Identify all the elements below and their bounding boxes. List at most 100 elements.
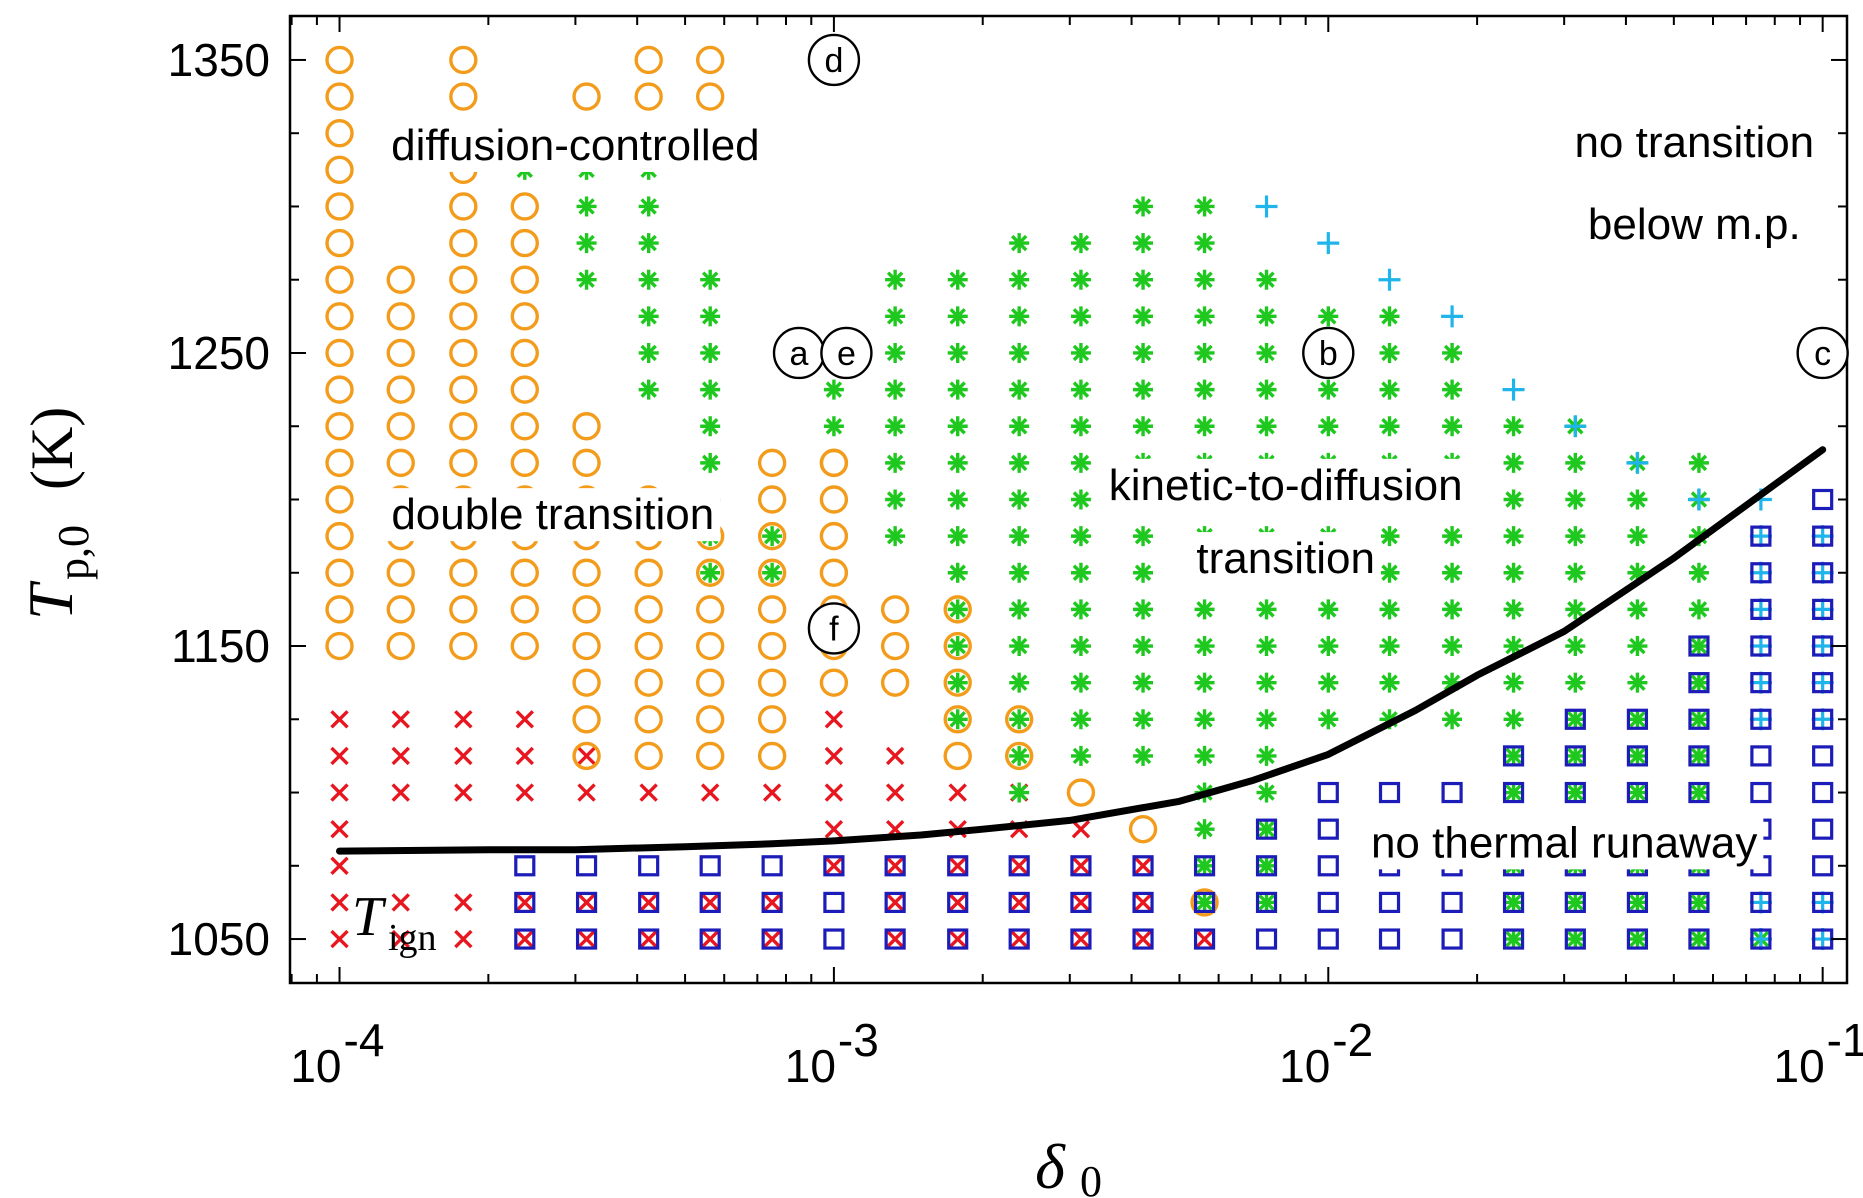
star-stroke — [1567, 930, 1584, 948]
kinetic-to-diffusion-point — [1565, 452, 1586, 473]
no-thermal-runaway-point — [1132, 891, 1154, 914]
star-stroke — [1010, 784, 1028, 801]
kinetic-to-diffusion-point — [1194, 672, 1215, 693]
no-transition-point — [1749, 708, 1772, 731]
double-transition-point — [757, 631, 787, 661]
x-stroke — [454, 710, 473, 729]
star-stroke — [1443, 711, 1461, 728]
double-transition-point — [386, 412, 415, 441]
kinetic-to-diffusion-point — [638, 379, 659, 400]
kinetic-to-diffusion-point — [1627, 709, 1648, 730]
star-stroke — [1134, 747, 1152, 765]
kinetic-to-diffusion-point — [1627, 929, 1648, 950]
double-transition-point — [695, 82, 725, 111]
star-stroke — [825, 418, 843, 435]
kinetic-to-diffusion-point — [1256, 672, 1277, 693]
x-stroke — [948, 783, 967, 802]
double-transition-point — [1128, 814, 1158, 844]
kinetic-to-diffusion-point — [1133, 599, 1154, 620]
x-stroke — [1071, 819, 1091, 839]
star-stroke — [1567, 454, 1584, 472]
no-thermal-runaway-point — [1812, 891, 1834, 914]
star-stroke — [1258, 857, 1275, 874]
no-thermal-runaway-point — [1688, 781, 1710, 804]
no-thermal-runaway-point — [884, 855, 906, 877]
no-transition-point — [1441, 305, 1464, 328]
x-stroke — [454, 783, 473, 802]
diffusion-controlled-point — [1133, 856, 1153, 875]
diffusion-controlled-point — [762, 929, 782, 949]
star-stroke — [1690, 711, 1708, 728]
star-stroke — [1258, 271, 1275, 288]
diffusion-controlled-point — [948, 783, 967, 802]
star-stroke — [1010, 637, 1028, 655]
star-stroke — [1567, 564, 1584, 581]
no-thermal-runaway-point — [1132, 855, 1154, 877]
diffusion-controlled-point — [948, 929, 967, 949]
star-stroke — [886, 271, 904, 288]
double-transition-point — [695, 631, 725, 661]
kinetic-to-diffusion-point — [1133, 196, 1154, 217]
star-stroke — [1072, 344, 1090, 362]
star-stroke — [1320, 674, 1337, 691]
kinetic-to-diffusion-point — [1442, 636, 1463, 657]
star-stroke — [701, 344, 719, 362]
double-transition-point — [449, 82, 478, 111]
star-stroke — [1072, 674, 1090, 691]
diffusion-controlled-point — [330, 783, 349, 802]
no-thermal-runaway-point — [823, 855, 845, 877]
double-transition-point — [819, 521, 849, 551]
diffusion-controlled-point — [391, 783, 410, 802]
kinetic-to-diffusion-point — [1194, 892, 1215, 913]
star-stroke — [949, 601, 966, 618]
no-thermal-runaway-point — [1564, 891, 1586, 914]
region-label: double transition — [391, 490, 714, 539]
kinetic-to-diffusion-point — [1503, 709, 1524, 730]
double-transition-point — [449, 631, 478, 661]
star-stroke — [1072, 601, 1090, 618]
double-transition-point — [325, 119, 354, 148]
star-stroke — [1320, 601, 1337, 618]
double-transition-point — [634, 631, 663, 661]
x-stroke — [700, 783, 720, 802]
star-stroke — [1629, 674, 1646, 691]
star-stroke — [1567, 527, 1584, 545]
double-transition-point — [880, 668, 910, 697]
no-thermal-runaway-point — [1317, 818, 1339, 840]
double-transition-point — [1004, 741, 1034, 771]
diffusion-controlled-point — [454, 929, 473, 949]
star-stroke — [1690, 601, 1708, 618]
star-stroke — [1196, 344, 1213, 362]
no-thermal-runaway-point — [1626, 708, 1649, 730]
kinetic-to-diffusion-point — [1009, 636, 1030, 657]
star-stroke — [1567, 491, 1584, 508]
kinetic-to-diffusion-point — [1256, 819, 1277, 840]
kinetic-to-diffusion-point — [1133, 233, 1154, 254]
no-thermal-runaway-point — [947, 891, 969, 914]
double-transition-point — [325, 595, 354, 624]
star-stroke — [1258, 418, 1275, 435]
star-stroke — [1072, 308, 1090, 325]
kinetic-to-diffusion-point — [1627, 892, 1648, 913]
star-stroke — [1258, 711, 1275, 728]
star-stroke — [1567, 601, 1584, 618]
star-stroke — [1258, 381, 1275, 398]
double-transition-point — [943, 595, 972, 624]
kinetic-to-diffusion-point — [823, 416, 844, 437]
kinetic-to-diffusion-point — [1070, 416, 1091, 437]
x-tick-label: 10 — [785, 1040, 836, 1092]
kinetic-to-diffusion-point — [1194, 306, 1215, 327]
no-thermal-runaway-point — [699, 891, 721, 914]
star-stroke — [763, 564, 781, 581]
kinetic-to-diffusion-point — [1565, 782, 1586, 803]
marker-layer — [325, 45, 1834, 951]
kinetic-to-diffusion-point — [1627, 599, 1648, 620]
kinetic-to-diffusion-point — [700, 452, 721, 473]
star-stroke — [1443, 674, 1461, 691]
kinetic-to-diffusion-point — [885, 342, 906, 363]
double-transition-point — [510, 192, 539, 221]
kinetic-to-diffusion-point — [1627, 782, 1648, 803]
star-stroke — [886, 454, 904, 472]
